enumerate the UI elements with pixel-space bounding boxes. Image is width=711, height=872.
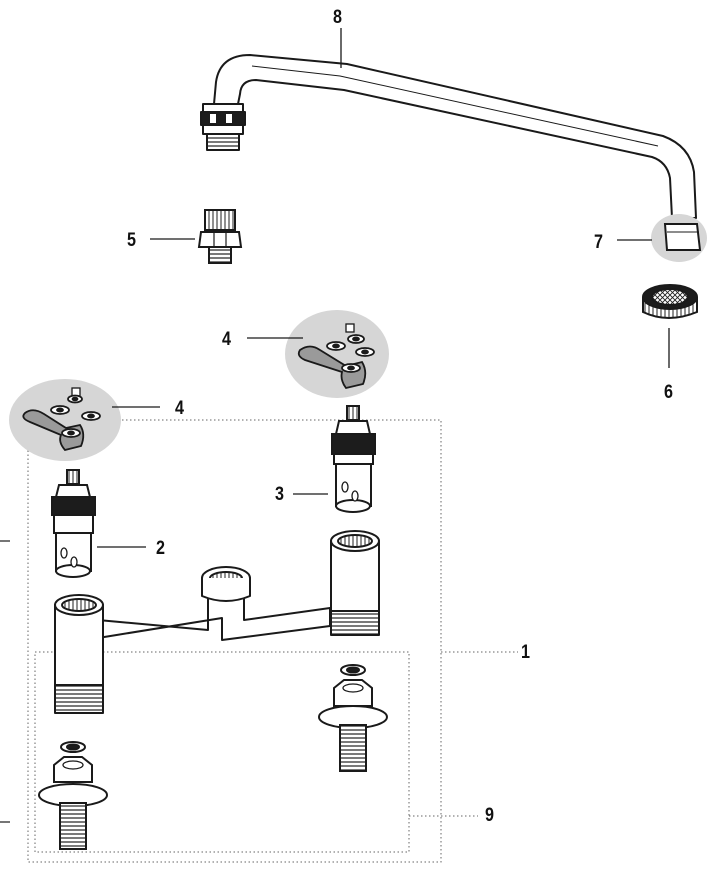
callout-7: 7 xyxy=(594,232,603,253)
callout-9: 9 xyxy=(485,805,494,826)
callout-2: 2 xyxy=(156,538,165,559)
adapter-part xyxy=(150,209,243,264)
bridge-body-part xyxy=(54,530,380,714)
dotted-group-box-1 xyxy=(27,419,518,863)
mounting-shank-right-part xyxy=(318,664,388,772)
callout-1: 1 xyxy=(521,642,530,663)
handle-kit-left-part xyxy=(9,379,160,461)
outlet-nut-part xyxy=(617,214,707,262)
valve-cartridge-right-part xyxy=(293,405,376,513)
spout-part xyxy=(200,54,697,219)
callout-5: 5 xyxy=(127,230,136,251)
aerator-part xyxy=(642,284,698,368)
dotted-group-box-9 xyxy=(34,651,478,853)
edge-leader-ticks xyxy=(0,540,10,823)
handle-kit-right-part xyxy=(247,310,389,398)
valve-cartridge-left-part xyxy=(51,469,146,578)
callout-6: 6 xyxy=(664,382,673,403)
callout-4-left: 4 xyxy=(175,398,184,419)
callout-3: 3 xyxy=(275,484,284,505)
mounting-shank-left-part xyxy=(38,741,108,850)
callout-4-top: 4 xyxy=(222,329,231,350)
callout-8: 8 xyxy=(333,7,342,28)
